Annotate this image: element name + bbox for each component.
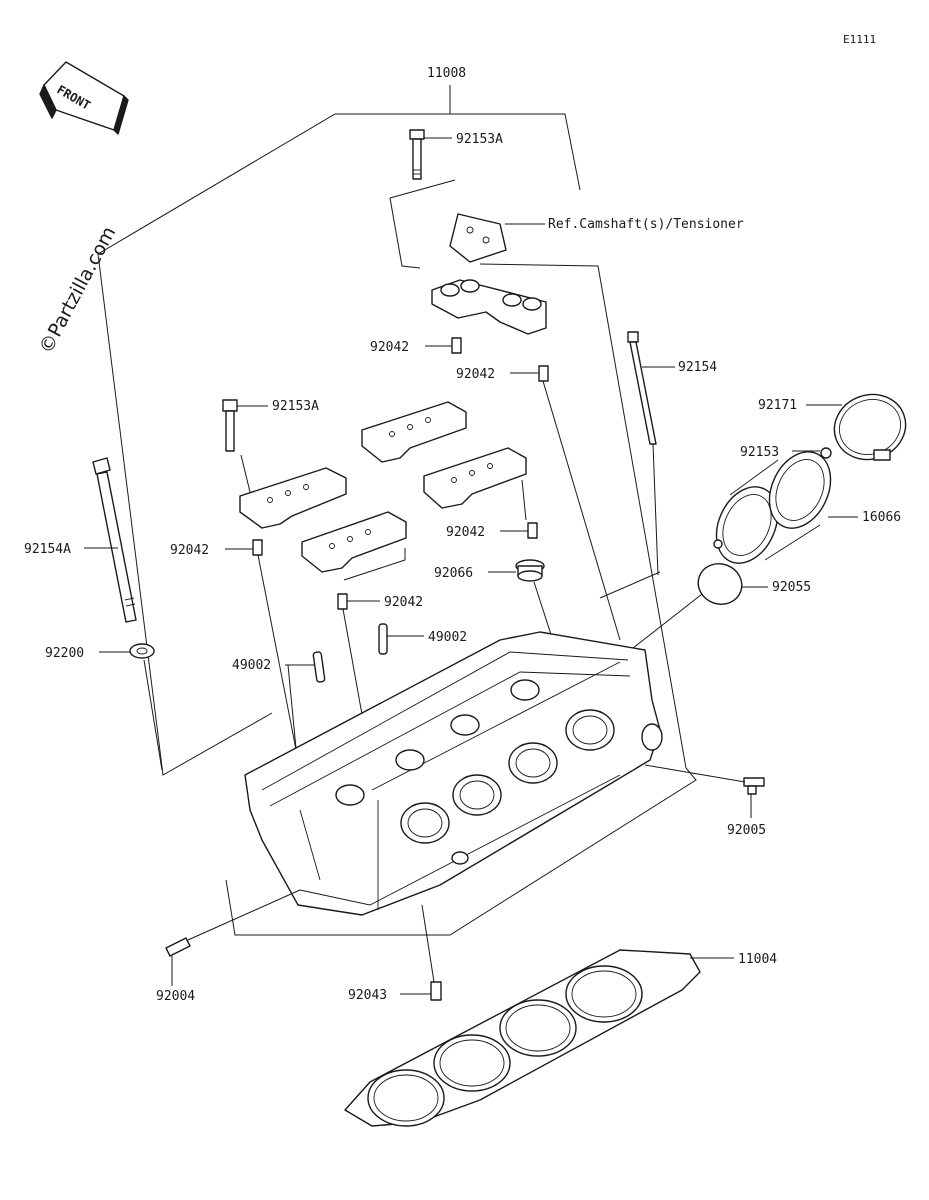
front-arrow-icon: FRONT (39, 61, 129, 135)
bolt-92153A-mid (222, 399, 238, 452)
label-92154A: 92154A (24, 542, 71, 557)
cylinder-head (244, 631, 663, 916)
fitting-92005 (743, 777, 765, 795)
camshaft-cap-3 (423, 447, 527, 509)
dowel-92042-e (337, 593, 348, 610)
bolt-92154 (627, 331, 657, 445)
holder-16066 (713, 451, 832, 564)
label-92042-d: 92042 (446, 525, 485, 540)
label-92154: 92154 (678, 360, 717, 375)
label-11004: 11004 (738, 952, 777, 967)
label-11008: 11008 (427, 66, 466, 81)
dowel-92042-a (451, 337, 462, 354)
clamp-92171 (833, 393, 907, 461)
tensioner-reference-part (449, 213, 507, 263)
camshaft-cap-1 (239, 467, 347, 529)
label-92055: 92055 (772, 580, 811, 595)
o-ring-92055 (697, 563, 743, 605)
label-92042-e: 92042 (384, 595, 423, 610)
label-49002-a: 49002 (428, 630, 467, 645)
reference-note: Ref.Camshaft(s)/Tensioner (548, 217, 744, 232)
dowel-92042-c (252, 539, 263, 556)
label-92066: 92066 (434, 566, 473, 581)
label-92153: 92153 (740, 445, 779, 460)
label-92005: 92005 (727, 823, 766, 838)
head-gasket-11004 (344, 949, 701, 1127)
label-92042-b: 92042 (456, 367, 495, 382)
dowel-92042-d (527, 522, 538, 539)
valve-guide-49002-a (378, 623, 388, 655)
label-92004: 92004 (156, 989, 195, 1004)
label-92042-a: 92042 (370, 340, 409, 355)
dowel-92042-b (538, 365, 549, 382)
assembly-outline (97, 85, 697, 936)
label-16066: 16066 (862, 510, 901, 525)
camshaft-cap-2 (361, 401, 467, 463)
watermark: ©Partzilla.com (35, 223, 120, 357)
label-92042-c: 92042 (170, 543, 209, 558)
dowel-92043 (430, 981, 442, 1001)
camshaft-cap-4 (301, 511, 407, 573)
label-92153A-mid: 92153A (272, 399, 319, 414)
stud-92004 (165, 937, 191, 957)
label-92171: 92171 (758, 398, 797, 413)
plug-92066 (515, 559, 545, 582)
bolt-92154A (92, 457, 137, 623)
bolt-92153A-top (409, 129, 425, 180)
label-92200: 92200 (45, 646, 84, 661)
camshaft-cap-upper (431, 279, 547, 335)
washer-92200 (129, 643, 155, 659)
label-92043: 92043 (348, 988, 387, 1003)
label-49002-b: 49002 (232, 658, 271, 673)
label-92153A-top: 92153A (456, 132, 503, 147)
valve-guide-49002-b (312, 651, 326, 683)
diagram-code: E1111 (843, 33, 876, 46)
